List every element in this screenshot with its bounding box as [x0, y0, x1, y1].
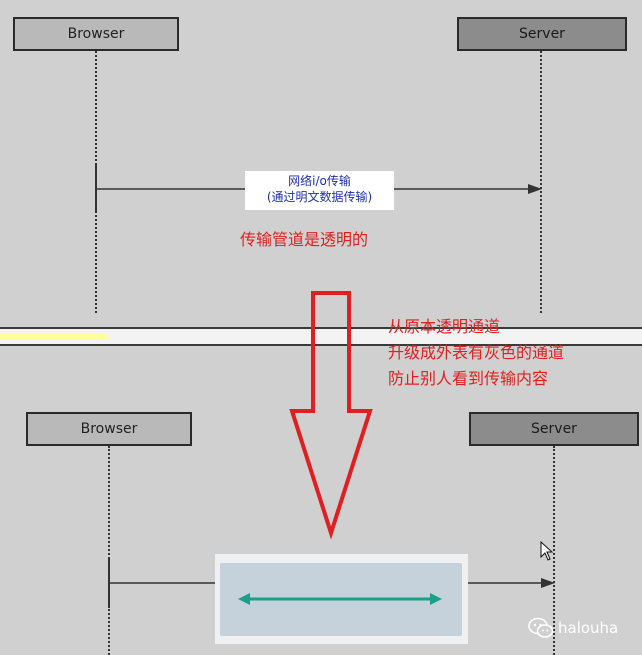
- top-server-lifeline: [540, 51, 542, 313]
- top-server-box: Server: [457, 17, 627, 51]
- separator-band: [0, 327, 642, 346]
- top-server-label: Server: [519, 26, 565, 42]
- transition-note-line3: 防止别人看到传输内容: [388, 369, 549, 388]
- transition-note: 从原本透明通道 升级成外表有灰色的通道 防止别人看到传输内容: [388, 314, 564, 392]
- top-note: 传输管道是透明的: [240, 230, 369, 249]
- top-message-label: 网络i/o传输 (通过明文数据传输): [245, 171, 394, 210]
- bottom-browser-label: Browser: [80, 421, 138, 437]
- transition-note-line2: 升级成外表有灰色的通道: [388, 343, 565, 362]
- watermark: halouha: [528, 617, 618, 639]
- mouse-cursor-icon: [540, 541, 554, 561]
- bottom-browser-lifeline: [108, 446, 110, 655]
- wechat-icon: [528, 617, 554, 638]
- bottom-server-box: Server: [469, 412, 639, 446]
- top-browser-box: Browser: [13, 17, 179, 51]
- bottom-browser-box: Browser: [26, 412, 192, 446]
- bottom-server-label: Server: [531, 421, 577, 437]
- top-message-line1: 网络i/o传输: [288, 174, 351, 188]
- separator-highlight: [0, 333, 108, 339]
- top-browser-activation: [95, 163, 97, 211]
- transition-note-line1: 从原本透明通道: [388, 317, 501, 336]
- watermark-text: halouha: [558, 619, 619, 637]
- top-message-line2: (通过明文数据传输): [266, 190, 373, 204]
- top-browser-label: Browser: [67, 26, 125, 42]
- bottom-server-lifeline: [553, 446, 555, 655]
